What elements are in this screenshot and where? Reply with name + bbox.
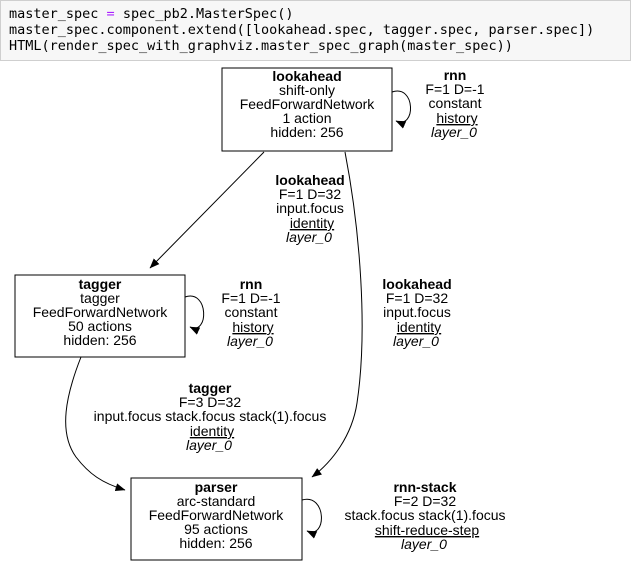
code-operator: = (106, 6, 115, 22)
lookahead-node-box (221, 67, 393, 152)
parser-node-box (130, 477, 303, 561)
code-text: master_spec (9, 6, 107, 22)
node-tagger: tagger tagger FeedForwardNetwork 50 acti… (14, 274, 186, 358)
edge-label-translator: identity (397, 319, 441, 335)
edge-label-translator: history (232, 319, 273, 335)
tagger-node-line: 50 actions (68, 318, 132, 334)
lookahead-node-title: lookahead (272, 68, 341, 84)
edge-label-lookahead-rnn: rnn F=1 D=-1 constant history layer_0 (425, 67, 484, 140)
edge-label-tagger-rnn: rnn F=1 D=-1 constant history layer_0 (221, 276, 280, 349)
edge-label-translator: history (436, 110, 477, 126)
edge-label-translator: shift-reduce-step (375, 522, 479, 538)
tagger-node-line: FeedForwardNetwork (33, 304, 169, 320)
parser-node-line: hidden: 256 (179, 535, 252, 551)
edge-label-features: input.focus stack.focus stack(1).focus (94, 408, 327, 424)
edge-label-features: stack.focus stack(1).focus (344, 507, 505, 523)
edge-label-title: tagger (189, 380, 232, 396)
edge-label-layer: layer_0 (401, 536, 447, 552)
edge-lookahead-to-parser (311, 151, 363, 478)
lookahead-node-line: 1 action (282, 110, 331, 126)
parser-node-line: 95 actions (184, 521, 248, 537)
lookahead-node-line: hidden: 256 (270, 124, 343, 140)
edge-label-lookahead-to-tagger: lookahead F=1 D=32 input.focus identity … (275, 172, 344, 245)
edge-tagger-self-loop (184, 295, 205, 335)
edge-label-title: rnn (240, 276, 263, 292)
edge-label-title: lookahead (382, 276, 451, 292)
code-text: spec_pb2.MasterSpec() (114, 6, 294, 22)
edge-label-layer: layer_0 (227, 333, 273, 349)
edge-label-features: input.focus (276, 200, 344, 216)
edge-label-fd: F=1 D=-1 (221, 290, 280, 306)
edge-label-title: rnn (444, 67, 467, 83)
edge-label-layer: layer_0 (286, 229, 332, 245)
parser-node-title: parser (195, 479, 238, 495)
edge-label-translator: identity (190, 423, 234, 439)
edge-parser-self-loop (301, 498, 322, 539)
edge-lookahead-to-tagger (149, 151, 265, 269)
code-cell[interactable]: master_spec = spec_pb2.MasterSpec() mast… (0, 0, 631, 61)
tagger-node-line: hidden: 256 (63, 332, 136, 348)
edge-label-title: lookahead (275, 172, 344, 188)
lookahead-node-line: FeedForwardNetwork (240, 96, 376, 112)
node-lookahead: lookahead shift-only FeedForwardNetwork … (221, 67, 393, 152)
edge-label-layer: layer_0 (431, 124, 477, 140)
parser-node-line: FeedForwardNetwork (149, 507, 285, 523)
edge-label-translator: identity (290, 215, 334, 231)
edge-label-layer: layer_0 (186, 437, 232, 453)
edge-label-fd: F=1 D=32 (279, 186, 341, 202)
edge-label-fd: F=1 D=32 (386, 290, 448, 306)
edge-label-features: constant (225, 304, 278, 320)
node-parser: parser arc-standard FeedForwardNetwork 9… (130, 477, 303, 561)
tagger-node-title: tagger (79, 276, 122, 292)
edge-label-layer: layer_0 (393, 333, 439, 349)
code-line-3: HTML(render_spec_with_graphviz.master_sp… (9, 38, 513, 54)
edge-label-features: constant (429, 95, 482, 111)
edge-label-features: input.focus (383, 304, 451, 320)
edge-tagger-to-parser (65, 356, 126, 492)
edge-label-title: rnn-stack (393, 479, 456, 495)
edge-label-parser-rnn-stack: rnn-stack F=2 D=32 stack.focus stack(1).… (344, 479, 505, 552)
tagger-node-box (14, 274, 186, 358)
edge-label-lookahead-to-parser: lookahead F=1 D=32 input.focus identity … (382, 276, 451, 349)
edge-label-fd: F=2 D=32 (394, 493, 456, 509)
edge-label-tagger-to-parser: tagger F=3 D=32 input.focus stack.focus … (94, 380, 327, 453)
lookahead-node-line: shift-only (279, 82, 335, 98)
code-line-2: master_spec.component.extend([lookahead.… (9, 22, 595, 38)
edge-label-fd: F=1 D=-1 (425, 81, 484, 97)
edge-lookahead-self-loop (391, 90, 411, 129)
tagger-node-line: tagger (80, 290, 120, 306)
code-line-1: master_spec = spec_pb2.MasterSpec() (9, 6, 622, 22)
parser-node-line: arc-standard (177, 493, 256, 509)
edge-label-fd: F=3 D=32 (179, 394, 241, 410)
